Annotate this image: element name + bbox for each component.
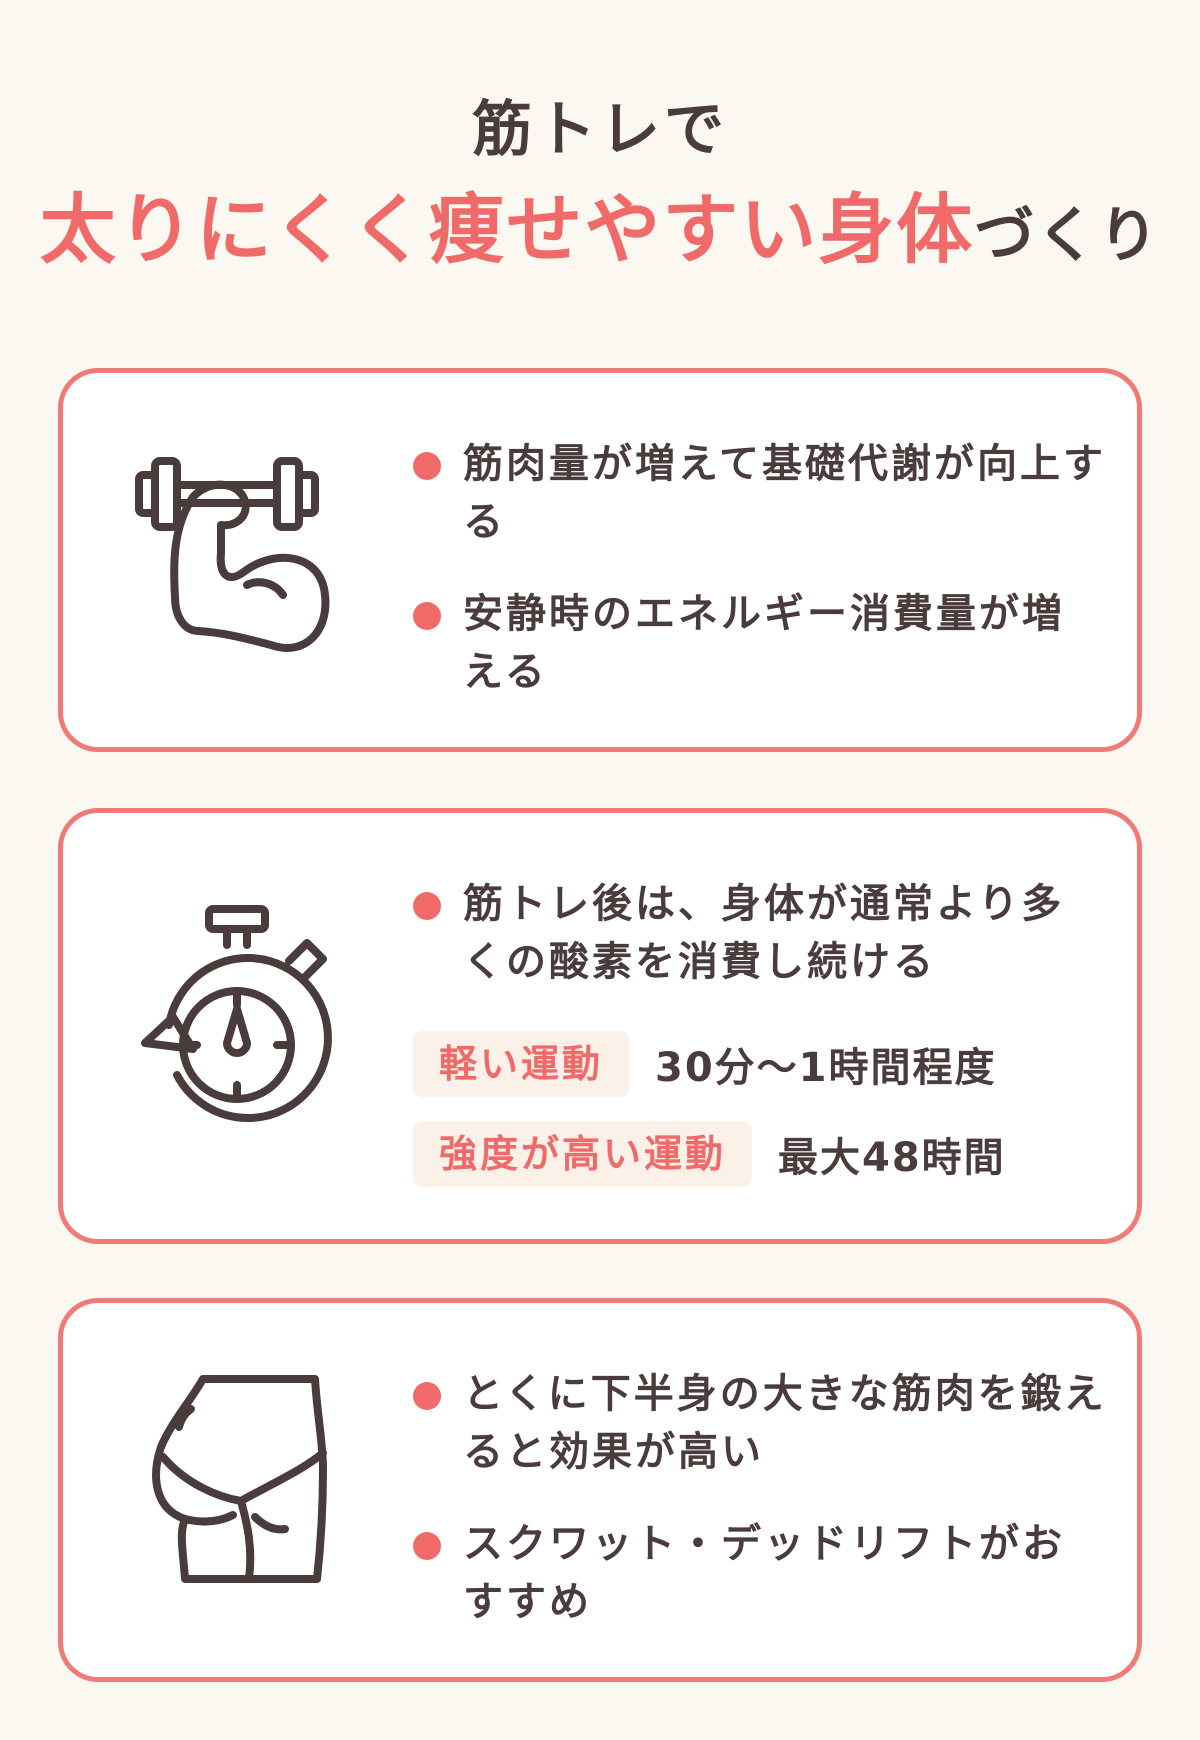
title-tail: づくり — [974, 201, 1161, 271]
duration-row: 強度が高い運動 最大48時間 — [413, 1121, 1006, 1187]
card-afterburn: 筋トレ後は、身体が通常より多くの酸素を消費し続ける 軽い運動 30分～1時間程度… — [58, 808, 1142, 1244]
card-3-bullets: とくに下半身の大きな筋肉を鍛えると効果が高い スクワット・デッドリフトがおすすめ — [413, 1365, 1107, 1631]
duration-value: 最大48時間 — [778, 1135, 1006, 1181]
bullet-dot — [413, 892, 441, 920]
card-1-bullets: 筋肉量が増えて基礎代謝が向上する 安静時のエネルギー消費量が増える — [413, 435, 1107, 701]
flexed-arm-dumbbell-icon — [135, 445, 345, 675]
bullet-dot — [413, 602, 441, 630]
duration-row: 軽い運動 30分～1時間程度 — [413, 1031, 1006, 1097]
bullet-text: 筋トレ後は、身体が通常より多くの酸素を消費し続ける — [463, 881, 1065, 985]
duration-value: 30分～1時間程度 — [655, 1045, 997, 1091]
bullet-item: スクワット・デッドリフトがおすすめ — [413, 1515, 1107, 1631]
title-line-1: 筋トレで — [472, 95, 728, 165]
hip-lower-body-icon — [145, 1373, 345, 1603]
bullet-dot — [413, 1532, 441, 1560]
stopwatch-icon — [139, 905, 339, 1135]
bullet-text: スクワット・デッドリフトがおすすめ — [463, 1521, 1065, 1625]
title-block: 筋トレで 太りにくく痩せやすい身体づくり — [0, 90, 1200, 301]
bullet-dot — [413, 1382, 441, 1410]
bullet-text: とくに下半身の大きな筋肉を鍛えると効果が高い — [463, 1371, 1107, 1475]
bullet-dot — [413, 452, 441, 480]
duration-list: 軽い運動 30分～1時間程度 強度が高い運動 最大48時間 — [413, 1031, 1006, 1187]
duration-tag: 強度が高い運動 — [413, 1121, 753, 1187]
bullet-item: 筋肉量が増えて基礎代謝が向上する — [413, 435, 1107, 551]
card-basal-metabolism: 筋肉量が増えて基礎代謝が向上する 安静時のエネルギー消費量が増える — [58, 368, 1142, 752]
bullet-text: 安静時のエネルギー消費量が増える — [463, 591, 1065, 695]
bullet-text: 筋肉量が増えて基礎代謝が向上する — [463, 441, 1106, 545]
bullet-item: 安静時のエネルギー消費量が増える — [413, 585, 1107, 701]
title-accent: 太りにくく痩せやすい身体 — [39, 185, 975, 274]
duration-tag: 軽い運動 — [413, 1031, 630, 1097]
card-2-bullets: 筋トレ後は、身体が通常より多くの酸素を消費し続ける — [413, 875, 1107, 991]
card-lower-body: とくに下半身の大きな筋肉を鍛えると効果が高い スクワット・デッドリフトがおすすめ — [58, 1298, 1142, 1682]
bullet-item: 筋トレ後は、身体が通常より多くの酸素を消費し続ける — [413, 875, 1107, 991]
bullet-item: とくに下半身の大きな筋肉を鍛えると効果が高い — [413, 1365, 1107, 1481]
title-line-2: 太りにくく痩せやすい身体づくり — [0, 180, 1200, 301]
